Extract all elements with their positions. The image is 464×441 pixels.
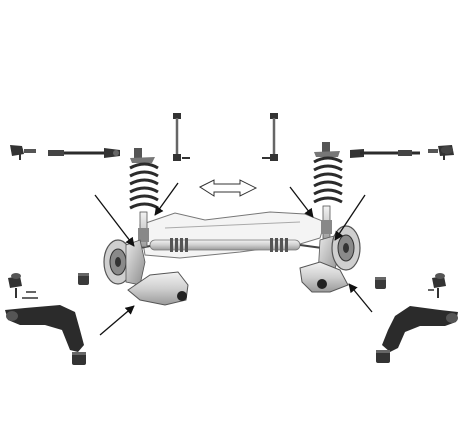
direction-arrow-icon [198, 179, 258, 197]
left-bushing [78, 273, 89, 285]
left-tie-rod [10, 145, 120, 160]
right-ball-joint [428, 273, 446, 298]
right-lower-control-arm [382, 306, 458, 352]
right-coil-spring-strut [313, 142, 343, 241]
right-stabilizer-link [262, 113, 278, 161]
steering-rack [129, 238, 323, 252]
subframe [139, 211, 326, 259]
callout-arrow-icon [94, 182, 373, 336]
left-stabilizer-link [173, 113, 190, 161]
right-tie-rod [350, 145, 454, 160]
left-wheel-hub [103, 239, 146, 286]
left-assembled-lower-arm [127, 271, 189, 306]
right-lower-bushing [376, 350, 390, 363]
left-coil-spring-strut [129, 148, 159, 248]
left-lower-control-arm [5, 305, 84, 352]
right-assembled-lower-arm [299, 261, 349, 293]
left-lower-bushing [72, 352, 86, 365]
left-ball-joint [8, 273, 38, 299]
right-bushing [375, 277, 386, 289]
